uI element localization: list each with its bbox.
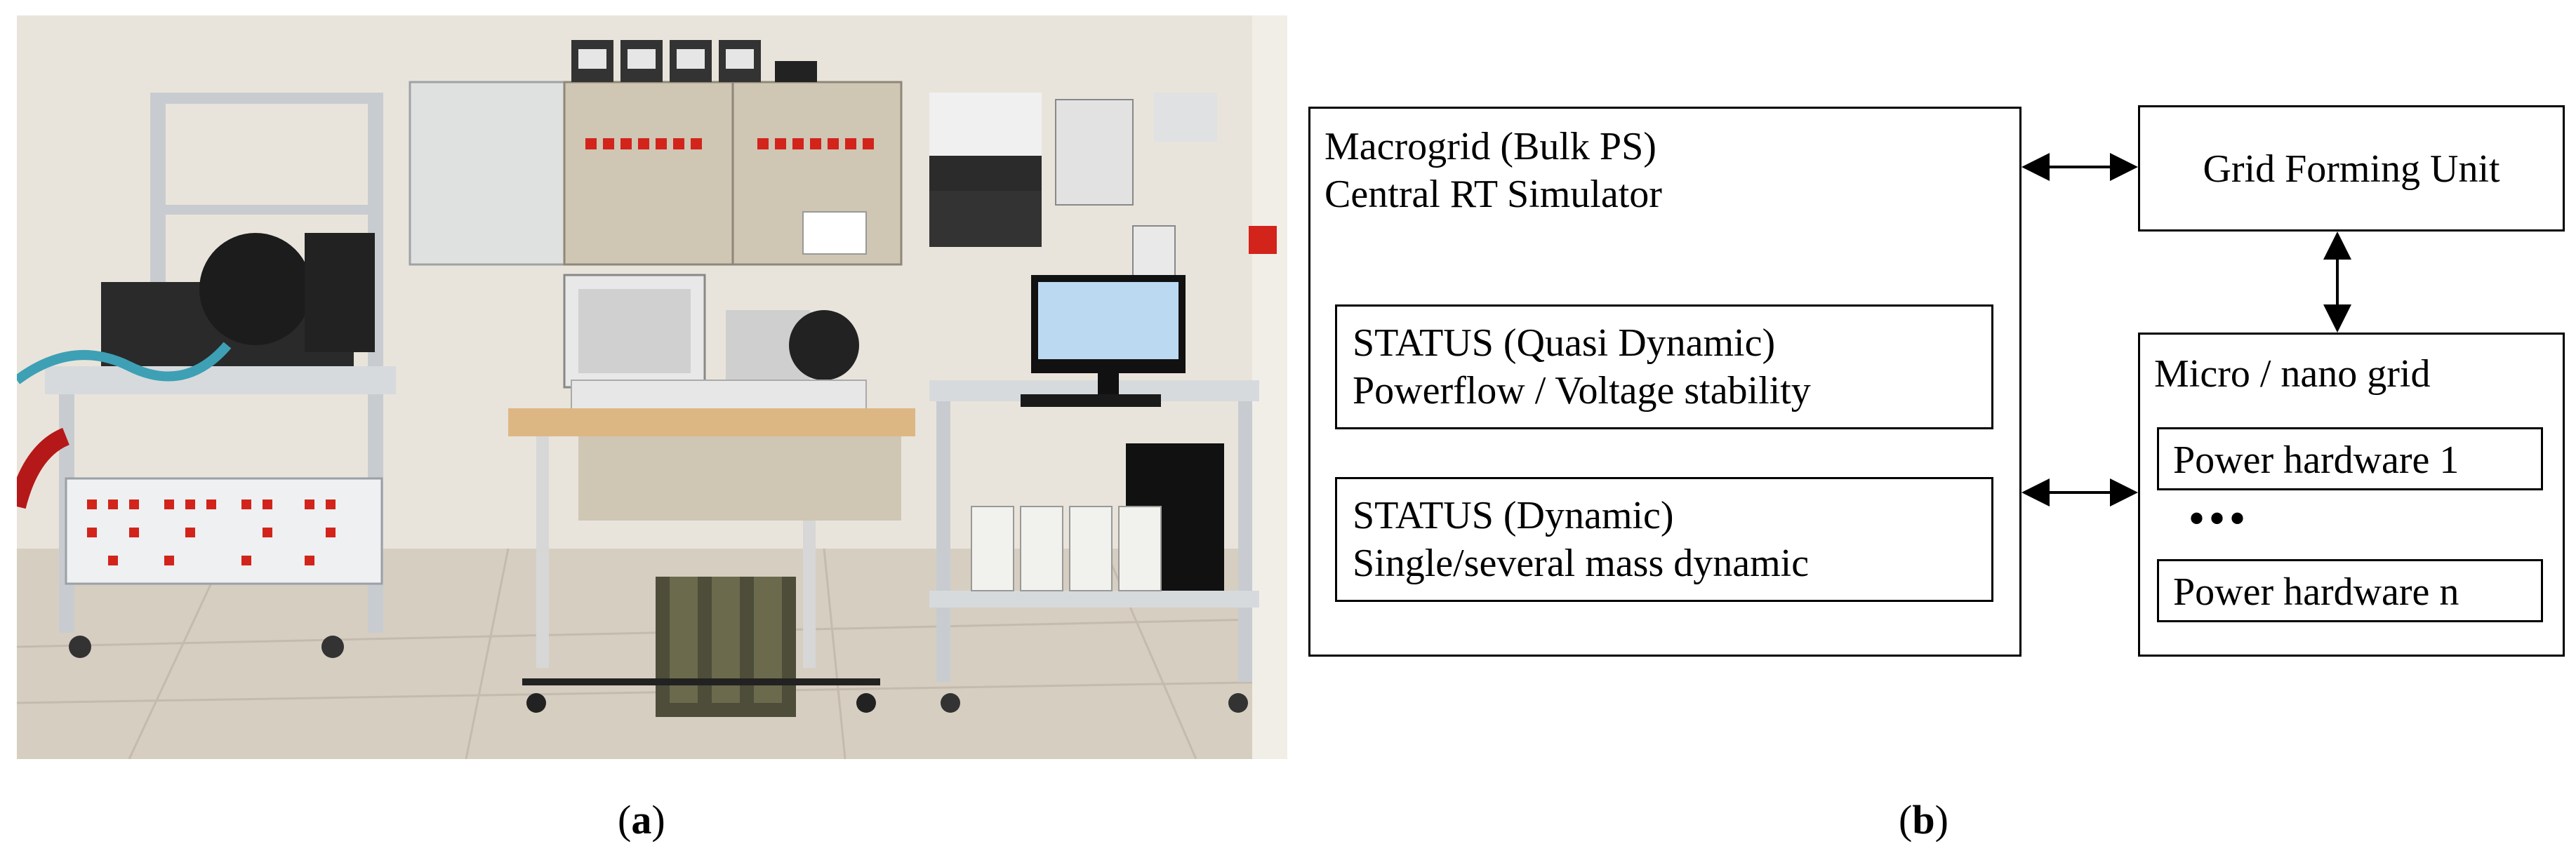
status-dynamic-title: STATUS (Dynamic): [1353, 494, 1674, 537]
status-dynamic-box: STATUS (Dynamic) Single/several mass dyn…: [1335, 477, 1993, 602]
status-quasi-description: Powerflow / Voltage stability: [1353, 369, 1811, 413]
power-hardware-n-label: Power hardware n: [2173, 570, 2459, 614]
caption-b-letter: b: [1912, 797, 1935, 843]
caption-a-letter: a: [631, 797, 652, 843]
status-quasi-dynamic-box: STATUS (Quasi Dynamic) Powerflow / Volta…: [1335, 304, 1993, 429]
power-hardware-1-label: Power hardware 1: [2173, 438, 2459, 482]
micro-nano-grid-title: Micro / nano grid: [2154, 352, 2431, 396]
status-quasi-title: STATUS (Quasi Dynamic): [1353, 321, 1776, 365]
lab-photo-illustration: [17, 15, 1287, 759]
power-hardware-1-box: Power hardware 1: [2157, 427, 2543, 490]
ellipsis-dots: •••: [2189, 495, 2251, 542]
right-cart: [929, 93, 1277, 713]
center-table: [508, 274, 915, 717]
caption-a: (a): [618, 797, 665, 843]
caption-b: (b): [1899, 797, 1948, 843]
grid-forming-unit-box: Grid Forming Unit: [2138, 105, 2565, 232]
wall-cabinets: [409, 40, 903, 266]
macrogrid-title: Macrogrid (Bulk PS): [1324, 125, 1657, 168]
macrogrid-subtitle: Central RT Simulator: [1324, 173, 1662, 216]
left-cart: [17, 93, 396, 658]
power-hardware-n-box: Power hardware n: [2157, 559, 2543, 622]
status-dynamic-description: Single/several mass dynamic: [1353, 542, 1810, 585]
lab-photo: [17, 15, 1287, 759]
grid-forming-unit-label: Grid Forming Unit: [2203, 147, 2500, 191]
micro-nano-grid-box: Micro / nano grid Power hardware 1 ••• P…: [2138, 333, 2565, 657]
